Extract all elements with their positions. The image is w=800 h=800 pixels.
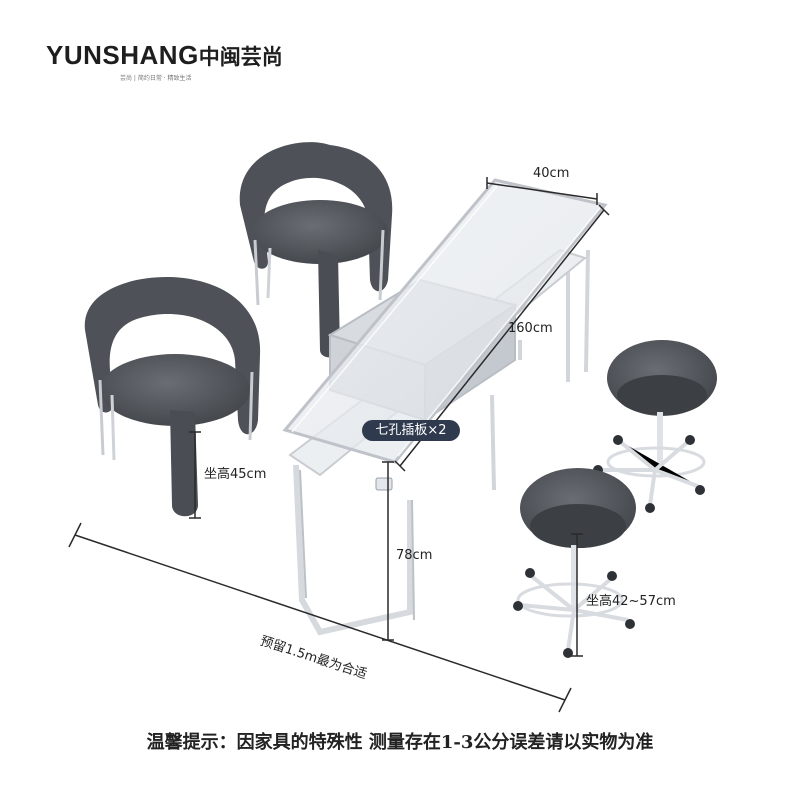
table-length-label: 160cm: [508, 321, 553, 336]
logo-chinese: 中闽芸尚: [198, 46, 283, 69]
stool-front: [513, 468, 636, 658]
logo-latin: YUNSHANG: [46, 40, 199, 70]
chair-back: [239, 142, 393, 358]
socket-badge: 七孔插板×2: [362, 420, 460, 441]
stool-seat-height-label: 坐高42~57cm: [586, 594, 676, 609]
dimension-lines: [68, 177, 610, 713]
table-width-label: 40cm: [533, 166, 570, 181]
chair-front: [84, 277, 261, 517]
stool-back: [593, 340, 717, 513]
nail-table: [282, 178, 608, 636]
chair-seat-height-label: 坐高45cm: [204, 467, 267, 482]
logo-tagline: 芸尚 | 简约日常 · 精致生活: [120, 75, 192, 82]
notice-text: 温馨提示：因家具的特殊性 测量存在1-3公分误差请以实物为准: [146, 732, 654, 753]
brand-logo: YUNSHANG中闽芸尚 芸尚 | 简约日常 · 精致生活: [46, 40, 306, 86]
logo-text: YUNSHANG中闽芸尚: [46, 40, 283, 71]
table-height-label: 78cm: [396, 548, 433, 563]
